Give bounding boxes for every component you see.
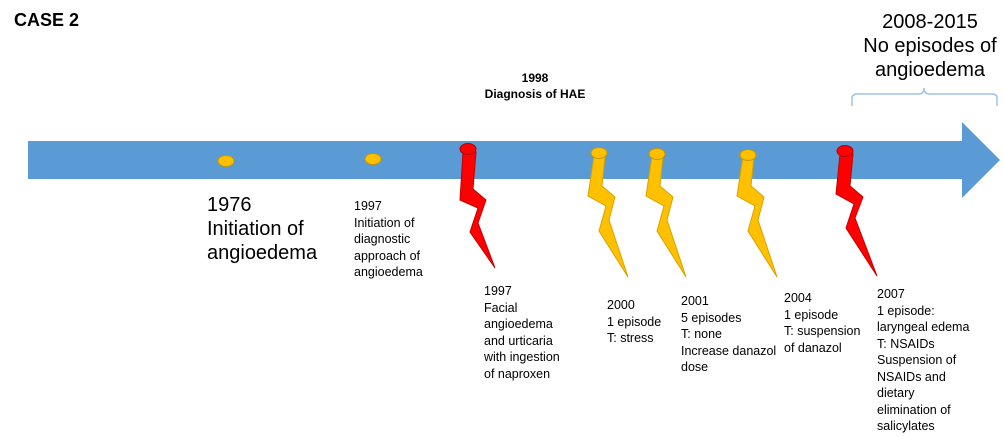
event-line: salicylates: [877, 419, 935, 433]
marker-2000: [590, 147, 608, 159]
diagnosis-text: Diagnosis of HAE: [484, 87, 586, 101]
event-line: Increase danazol: [681, 343, 777, 358]
marker-1997-initiation: [364, 153, 382, 165]
event-2004: 2004 1 episode T: suspension of danazol: [784, 290, 860, 356]
marker-1976: [217, 155, 235, 167]
event-line: NSAIDs and: [877, 369, 946, 384]
event-line: T: stress: [607, 331, 654, 345]
event-line: diagnostic: [354, 232, 411, 246]
marker-1998-diagnosis: [459, 143, 477, 155]
event-line: 1 episode: [607, 314, 662, 329]
event-line: angioedema: [207, 242, 318, 264]
event-line: 2004: [784, 291, 812, 305]
event-line: and urticaria: [484, 333, 553, 348]
event-line: 1997: [484, 284, 512, 298]
lightning-bolt-2004: [736, 155, 778, 278]
event-line: Facial: [484, 300, 518, 315]
marker-2001: [648, 148, 666, 160]
event-line: T: NSAIDs: [877, 336, 935, 351]
event-2001: 2001 5 episodes T: none Increase danazol…: [681, 293, 776, 376]
event-line: Suspension of: [877, 353, 957, 367]
timeline-arrow: [28, 122, 1000, 198]
event-line: 1 episode:: [877, 303, 935, 318]
event-line: approach of: [354, 248, 421, 263]
period-label: 2008-2015 No episodes of angioedema: [845, 10, 1004, 82]
lightning-bolt-2007: [835, 153, 878, 277]
diagnosis-label: 1998 Diagnosis of HAE: [476, 70, 594, 102]
period-line1: No episodes of: [863, 35, 997, 57]
event-line: with ingestion: [484, 350, 560, 364]
event-1997-facial-angioedema: 1997 Facial angioedema and urticaria wit…: [484, 283, 560, 382]
event-line: angioedema: [484, 317, 553, 331]
event-line: 2000: [607, 298, 635, 312]
period-years: 2008-2015: [882, 11, 978, 33]
event-line: 1997: [354, 199, 382, 213]
event-line: dietary: [877, 386, 915, 400]
event-line: angioedema: [354, 265, 423, 279]
lightning-bolt-2001: [645, 155, 687, 278]
period-line2: angioedema: [874, 59, 986, 81]
event-line: laryngeal edema: [877, 320, 970, 334]
event-2007: 2007 1 episode: laryngeal edema T: NSAID…: [877, 286, 969, 435]
event-line: Initiation of: [354, 215, 415, 230]
event-2000: 2000 1 episode T: stress: [607, 297, 661, 347]
event-line: Initiation of: [207, 218, 304, 240]
diagnosis-year: 1998: [521, 71, 549, 85]
event-line: elimination of: [877, 402, 951, 417]
event-line: of naproxen: [484, 366, 551, 381]
lightning-bolt-2000: [587, 155, 629, 278]
case-label: CASE 2: [14, 10, 80, 30]
lightning-bolt-1997: [459, 151, 496, 269]
event-line: 1976: [207, 194, 252, 216]
event-line: T: none: [681, 327, 723, 341]
event-line: 1 episode: [784, 307, 839, 322]
event-line: 2001: [681, 294, 709, 308]
marker-2007: [836, 145, 854, 157]
event-line: of danazol: [784, 340, 842, 355]
event-1997-initiation: 1997 Initiation of diagnostic approach o…: [354, 198, 423, 281]
period-bracket: [851, 87, 998, 106]
event-line: dose: [681, 360, 709, 374]
event-line: 2007: [877, 287, 905, 301]
event-1976: 1976 Initiation of angioedema: [207, 193, 317, 265]
event-line: T: suspension: [784, 324, 861, 338]
event-line: 5 episodes: [681, 310, 742, 325]
marker-2004: [739, 149, 757, 161]
